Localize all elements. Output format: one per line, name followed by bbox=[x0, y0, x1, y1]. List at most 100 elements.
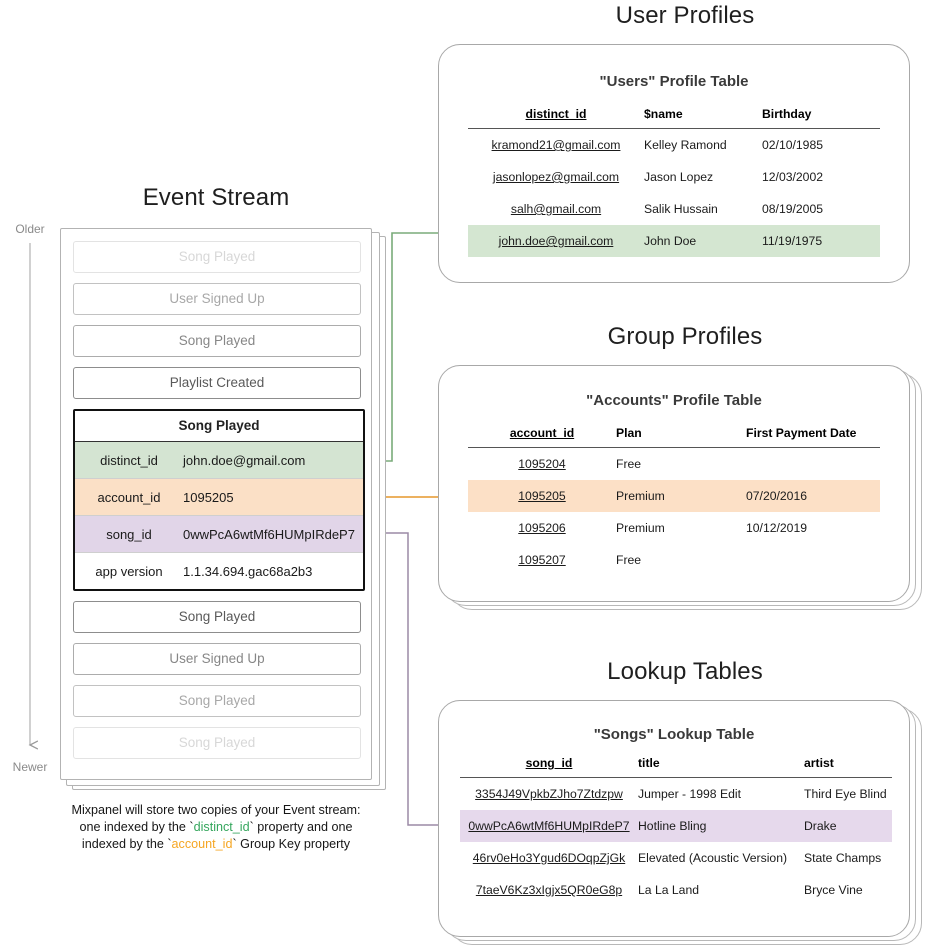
cell-account-id: 1095205 bbox=[468, 480, 616, 512]
column-header-name: $name bbox=[644, 107, 762, 129]
event-card[interactable]: User Signed Up bbox=[73, 283, 361, 315]
cell-plan: Free bbox=[616, 553, 642, 567]
lookup-tables-content: "Songs" Lookup Table song_id title artis… bbox=[438, 700, 910, 937]
event-card[interactable]: Song Played bbox=[73, 325, 361, 357]
table-row[interactable]: salh@gmail.com Salik Hussain 08/19/2005 bbox=[468, 193, 880, 225]
cell-birthday: 02/10/1985 bbox=[762, 138, 823, 152]
users-table-title: "Users" Profile Table bbox=[599, 73, 749, 90]
event-property-row-song-id: song_id 0wwPcA6wtMf6HUMpIRdeP7 bbox=[75, 516, 363, 553]
cell-first-payment-date: 10/12/2019 bbox=[746, 521, 807, 535]
event-property-row-account-id: account_id 1095205 bbox=[75, 479, 363, 516]
accounts-table-title: "Accounts" Profile Table bbox=[586, 392, 762, 409]
cell-artist: Bryce Vine bbox=[804, 883, 863, 897]
property-key: account_id bbox=[97, 489, 161, 505]
cell-distinct-id: jasonlopez@gmail.com bbox=[492, 170, 620, 184]
table-row[interactable]: kramond21@gmail.com Kelley Ramond 02/10/… bbox=[468, 129, 880, 162]
column-header-birthday: Birthday bbox=[762, 107, 880, 129]
cell-name: Jason Lopez bbox=[644, 170, 714, 184]
group-profiles-title: Group Profiles bbox=[607, 323, 763, 350]
event-card[interactable]: Song Played bbox=[73, 241, 361, 273]
table-row[interactable]: jasonlopez@gmail.com Jason Lopez 12/03/2… bbox=[468, 161, 880, 193]
cell-account-id: 1095206 bbox=[518, 521, 566, 535]
cell-title: Jumper - 1998 Edit bbox=[638, 787, 741, 801]
cell-birthday: 12/03/2002 bbox=[762, 170, 823, 184]
column-header-first-payment-date: First Payment Date bbox=[746, 426, 880, 448]
users-table: distinct_id $name Birthday kramond21@gma… bbox=[468, 107, 880, 257]
cell-song-id: 7taeV6Kz3xIgjx5QR0eG8p bbox=[475, 883, 623, 897]
lookup-tables-title: Lookup Tables bbox=[607, 658, 763, 685]
property-key: song_id bbox=[106, 526, 152, 542]
caption-token-distinct-id: distinct_id bbox=[193, 820, 250, 834]
user-profiles-content: "Users" Profile Table distinct_id $name … bbox=[438, 44, 910, 283]
table-row-highlighted[interactable]: john.doe@gmail.com John Doe 11/19/1975 bbox=[468, 225, 880, 257]
timeline-label-newer: Newer bbox=[12, 760, 48, 774]
event-card[interactable]: Playlist Created bbox=[73, 367, 361, 399]
cell-first-payment-date: 07/20/2016 bbox=[746, 480, 880, 512]
caption-line-2-suffix: ` property and one bbox=[249, 820, 353, 834]
property-value: john.doe@gmail.com bbox=[183, 452, 306, 468]
user-profiles-title: User Profiles bbox=[615, 2, 755, 29]
event-card[interactable]: Song Played bbox=[73, 601, 361, 633]
table-row[interactable]: 46rv0eHo3Ygud6DOqpZjGk Elevated (Acousti… bbox=[460, 842, 892, 874]
cell-account-id: 1095207 bbox=[518, 553, 566, 567]
column-header-artist: artist bbox=[804, 756, 892, 778]
cell-title: Hotline Bling bbox=[638, 810, 804, 842]
property-key: distinct_id bbox=[100, 452, 158, 468]
cell-birthday: 11/19/1975 bbox=[762, 225, 880, 257]
group-profiles-content: "Accounts" Profile Table account_id Plan… bbox=[438, 365, 910, 602]
caption-line-3-prefix: indexed by the ` bbox=[81, 837, 172, 851]
table-header-row: distinct_id $name Birthday bbox=[468, 107, 880, 129]
event-property-row-app-version: app version 1.1.34.694.gac68a2b3 bbox=[75, 553, 363, 589]
column-header-plan: Plan bbox=[616, 426, 746, 448]
cell-distinct-id: salh@gmail.com bbox=[510, 202, 602, 216]
cell-plan: Premium bbox=[616, 521, 665, 535]
cell-plan: Free bbox=[616, 457, 642, 471]
table-row-highlighted[interactable]: 1095205 Premium 07/20/2016 bbox=[468, 480, 880, 512]
table-row[interactable]: 1095207 Free bbox=[468, 544, 880, 576]
cell-song-id: 0wwPcA6wtMf6HUMpIRdeP7 bbox=[460, 810, 638, 842]
property-value: 0wwPcA6wtMf6HUMpIRdeP7 bbox=[183, 526, 355, 542]
table-row-highlighted[interactable]: 0wwPcA6wtMf6HUMpIRdeP7 Hotline Bling Dra… bbox=[460, 810, 892, 842]
cell-account-id: 1095204 bbox=[518, 457, 566, 471]
cell-distinct-id: john.doe@gmail.com bbox=[468, 225, 644, 257]
cell-title: Elevated (Acoustic Version) bbox=[638, 851, 788, 865]
event-stream-caption: Mixpanel will store two copies of your E… bbox=[40, 802, 392, 853]
accounts-table: account_id Plan First Payment Date 10952… bbox=[468, 426, 880, 576]
cell-title: La La Land bbox=[638, 883, 699, 897]
property-key: app version bbox=[95, 563, 163, 579]
songs-table: song_id title artist 3354J49VpkbZJho7Ztd… bbox=[460, 756, 892, 906]
cell-name: Salik Hussain bbox=[644, 202, 718, 216]
table-row[interactable]: 1095206 Premium 10/12/2019 bbox=[468, 512, 880, 544]
caption-line-3-suffix: ` Group Key property bbox=[232, 837, 351, 851]
cell-artist: Drake bbox=[804, 810, 892, 842]
table-row[interactable]: 7taeV6Kz3xIgjx5QR0eG8p La La Land Bryce … bbox=[460, 874, 892, 906]
event-stream-panel[interactable]: Song Played User Signed Up Song Played P… bbox=[60, 228, 372, 780]
event-card[interactable]: Song Played bbox=[73, 685, 361, 717]
event-stream-title: Event Stream bbox=[142, 184, 290, 211]
caption-token-account-id: account_id bbox=[171, 837, 233, 851]
event-card[interactable]: Song Played bbox=[73, 727, 361, 759]
cell-song-id: 3354J49VpkbZJho7Ztdzpw bbox=[475, 787, 623, 801]
cell-plan: Premium bbox=[616, 480, 746, 512]
timeline-label-older: Older bbox=[15, 222, 45, 236]
cell-name: Kelley Ramond bbox=[644, 138, 727, 152]
cell-artist: Third Eye Blind bbox=[804, 787, 887, 801]
expanded-event-title: Song Played bbox=[75, 411, 363, 442]
table-header-row: account_id Plan First Payment Date bbox=[468, 426, 880, 448]
column-header-title: title bbox=[638, 756, 804, 778]
cell-first-payment-date bbox=[746, 448, 880, 481]
cell-first-payment-date bbox=[746, 544, 880, 576]
event-card[interactable]: User Signed Up bbox=[73, 643, 361, 675]
expanded-event-card[interactable]: Song Played distinct_id john.doe@gmail.c… bbox=[73, 409, 365, 591]
event-property-row-distinct-id: distinct_id john.doe@gmail.com bbox=[75, 442, 363, 479]
caption-line-2: one indexed by the `distinct_id` propert… bbox=[40, 819, 392, 836]
table-row[interactable]: 1095204 Free bbox=[468, 448, 880, 481]
cell-name: John Doe bbox=[644, 225, 762, 257]
property-value: 1.1.34.694.gac68a2b3 bbox=[183, 563, 313, 579]
caption-line-2-prefix: one indexed by the ` bbox=[79, 820, 194, 834]
column-header-account-id: account_id bbox=[468, 426, 616, 448]
caption-line-3: indexed by the `account_id` Group Key pr… bbox=[40, 836, 392, 853]
caption-line-1: Mixpanel will store two copies of your E… bbox=[71, 803, 361, 817]
table-row[interactable]: 3354J49VpkbZJho7Ztdzpw Jumper - 1998 Edi… bbox=[460, 778, 892, 811]
songs-table-title: "Songs" Lookup Table bbox=[593, 726, 755, 743]
